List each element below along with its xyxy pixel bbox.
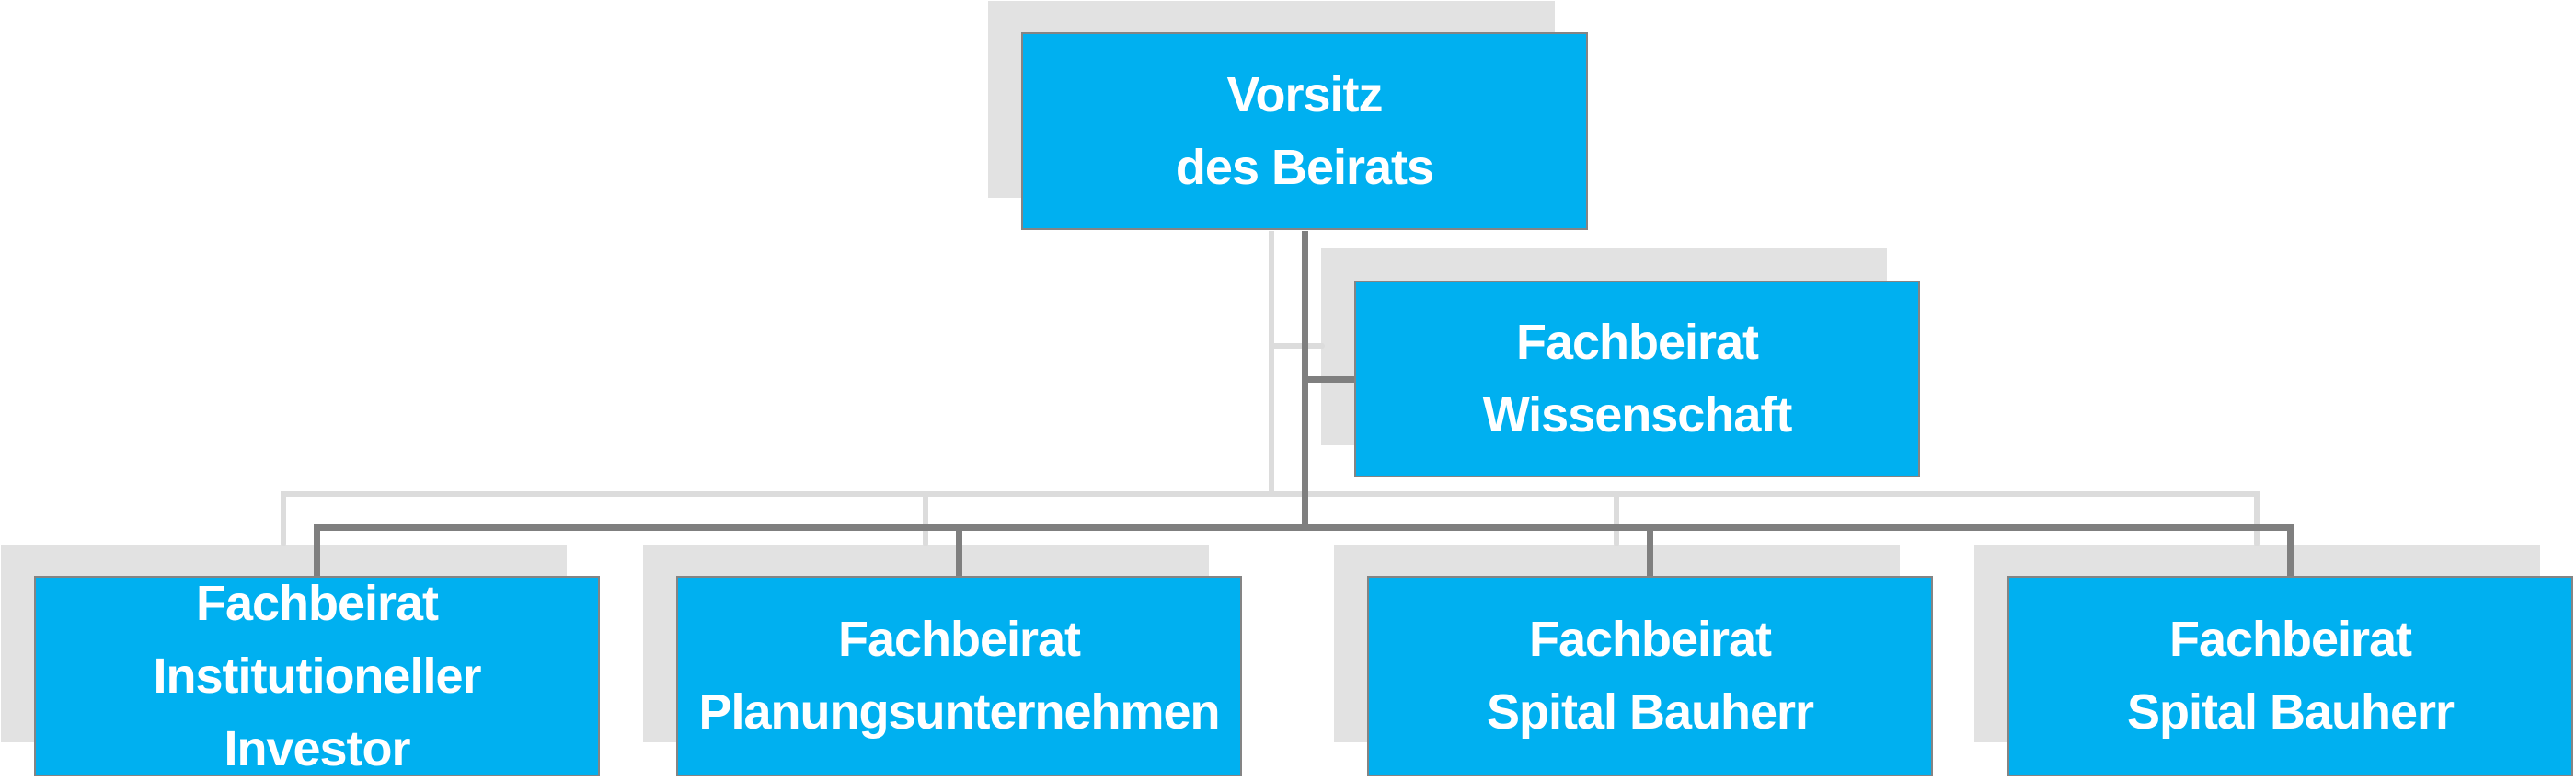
node-fachbeirat-wissenschaft: Fachbeirat Wissenschaft [1354,281,1920,477]
connector-drop-1 [314,524,320,578]
node-vorsitz-des-beirats: Vorsitz des Beirats [1021,32,1588,230]
connector-elbow-wissenschaft [1305,376,1357,383]
node-label-line: Wissenschaft [1482,387,1793,442]
connector-shadow-trunk [1269,231,1274,497]
node-label-line: Vorsitz [1226,66,1383,122]
node-label-line: Investor [224,720,410,776]
connector-drop-3 [1647,524,1653,578]
node-fachbeirat-planungsunternehmen: Fachbeirat Planungsunternehmen [676,576,1242,776]
node-label-line: Planungsunternehmen [698,684,1220,740]
node-label-line: Institutioneller [153,648,481,704]
node-label-line: Fachbeirat [2168,612,2412,667]
node-label-line: Spital Bauherr [2126,684,2455,740]
node-label-line: Fachbeirat [1528,612,1772,667]
connector-drop-4 [2287,524,2294,578]
node-label-line: Fachbeirat [837,612,1081,667]
connector-shadow-drop-4 [2254,491,2260,546]
node-fachbeirat-institutioneller-investor: Fachbeirat Institutioneller Investor [34,576,600,776]
node-label-line: Fachbeirat [195,575,439,631]
connector-bus [314,524,2294,531]
node-label-line: Spital Bauherr [1486,684,1814,740]
connector-drop-2 [956,524,962,578]
node-label-line: Fachbeirat [1515,315,1759,370]
node-fachbeirat-spital-bauherr-1: Fachbeirat Spital Bauherr [1367,576,1933,776]
connector-shadow-drop-2 [923,491,928,546]
connector-shadow-drop-1 [281,491,286,546]
connector-shadow-bus [281,491,2260,497]
connector-shadow-elbow-wissenschaft [1271,343,1325,349]
connector-shadow-drop-3 [1614,491,1619,546]
node-fachbeirat-spital-bauherr-2: Fachbeirat Spital Bauherr [2007,576,2573,776]
node-label-line: des Beirats [1175,139,1434,195]
